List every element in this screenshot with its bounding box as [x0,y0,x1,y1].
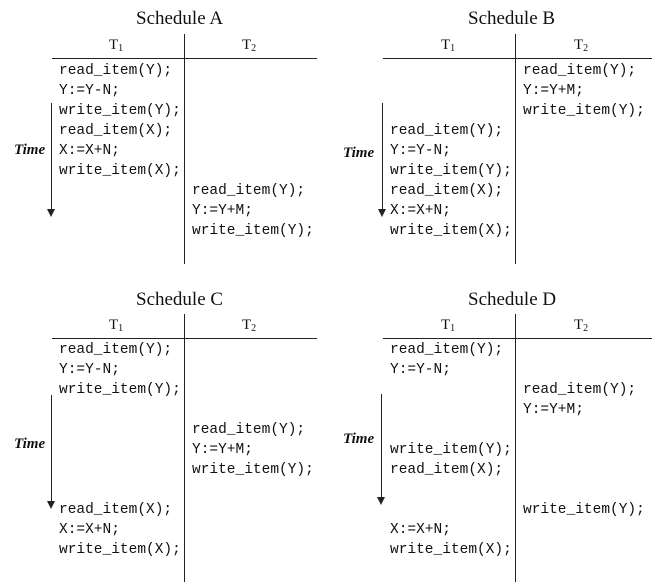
schedule-d-time-arrow [377,394,385,505]
schedule-c-t2-op: read_item(Y); [192,422,306,438]
schedule-d-t2-op: write_item(Y); [523,502,645,518]
schedule-a-title: Schedule A [136,8,224,29]
schedule-d-divider [515,314,516,582]
schedule-d-t1-op: X:=X+N; [390,522,451,538]
schedule-d-time-label: Time [343,431,375,447]
schedule-c-t1-op: write_item(X); [59,542,181,558]
schedule-d-t1-op: write_item(Y); [390,442,512,458]
schedule-d-t1-header: T1 [441,317,456,334]
schedule-a-t1-op: read_item(X); [59,123,173,139]
schedule-a-t1-op: write_item(X); [59,163,181,179]
schedule-b-t2-op: Y:=Y+M; [523,83,584,99]
schedule-c-time-label: Time [14,436,46,452]
schedule-b-time-label: Time [343,145,375,161]
schedule-b-t1-op: Y:=Y-N; [390,143,451,159]
schedule-a-t2-header: T2 [242,37,257,54]
schedule-c-t1-op: read_item(X); [59,502,173,518]
schedule-b-title: Schedule B [468,8,556,29]
schedule-c-divider [184,314,185,582]
schedule-d-t1-op: Y:=Y-N; [390,362,451,378]
schedule-b-t1-header: T1 [441,37,456,54]
schedule-d-t2-op: Y:=Y+M; [523,402,584,418]
schedule-d-t1-op: read_item(Y); [390,342,504,358]
schedule-b-t2-op: write_item(Y); [523,103,645,119]
schedule-c-t1-op: Y:=Y-N; [59,362,120,378]
schedule-a-t2-op: read_item(Y); [192,183,306,199]
schedule-a-t1-op: Y:=Y-N; [59,83,120,99]
schedule-d-t2-header: T2 [574,317,589,334]
schedule-c-t1-op: read_item(Y); [59,342,173,358]
schedule-a-t2-op: Y:=Y+M; [192,203,253,219]
schedule-a-time-label: Time [14,142,46,158]
schedule-b-t1-op: write_item(X); [390,223,512,239]
schedule-c-time-arrow [47,395,55,509]
schedule-a-time-arrow [47,103,55,217]
schedule-a-t1-op: X:=X+N; [59,143,120,159]
schedule-c-title: Schedule C [136,289,224,310]
schedule-a-t1-header: T1 [109,37,124,54]
schedule-b-t1-op: write_item(Y); [390,163,512,179]
schedule-d-t2-op: read_item(Y); [523,382,637,398]
schedule-d-header-rule [383,338,652,339]
schedule-a-t1-op: write_item(Y); [59,103,181,119]
schedule-b-divider [515,34,516,264]
schedule-d-t1-op: read_item(X); [390,462,504,478]
schedule-b-time-arrow [378,103,386,217]
schedule-c-t1-op: write_item(Y); [59,382,181,398]
schedule-b-t1-op: X:=X+N; [390,203,451,219]
schedule-c-t2-header: T2 [242,317,257,334]
schedule-b-t1-op: read_item(X); [390,183,504,199]
schedule-b-t2-header: T2 [574,37,589,54]
schedule-a-t1-op: read_item(Y); [59,63,173,79]
schedule-d-t1-op: write_item(X); [390,542,512,558]
schedule-a-divider [184,34,185,264]
schedule-b-header-rule [383,58,652,59]
schedule-c-t2-op: write_item(Y); [192,462,314,478]
schedule-b-t1-op: read_item(Y); [390,123,504,139]
schedule-b-t2-op: read_item(Y); [523,63,637,79]
schedule-d-title: Schedule D [468,289,557,310]
schedule-a-t2-op: write_item(Y); [192,223,314,239]
schedule-c-t1-op: X:=X+N; [59,522,120,538]
schedule-c-t1-header: T1 [109,317,124,334]
schedule-c-t2-op: Y:=Y+M; [192,442,253,458]
